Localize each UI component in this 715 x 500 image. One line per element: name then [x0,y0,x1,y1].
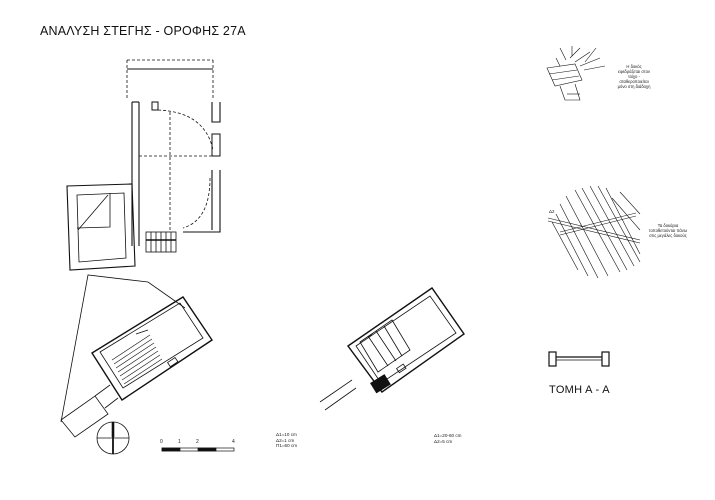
dim-line: Δ2=5 cm [434,438,453,444]
detail-2-label: Δ2 [549,209,555,214]
detail-beam-support [546,46,606,101]
scale-tick-0: 0 [160,439,163,445]
dim-line: Δ1=10 cm [276,432,297,437]
dim-line: Δ1=20-60 cm [434,433,462,438]
dims-left: Δ1=10 cm Δ2=1 cm Π1=60 cm [276,432,297,449]
detail-beam-grid [547,185,641,279]
section-a-a [548,351,610,367]
section-title: ΤΟΜΗ Α - Α [549,384,610,396]
note-line: σταθεροποιείται [619,79,649,84]
upper-floor-plan [66,59,221,271]
dims-right: Δ1=20-60 cm Δ2=5 cm [434,433,461,444]
note-line: Η δοκός [626,64,642,69]
scale-tick-1: 1 [178,439,181,445]
note-line: μόνο στη διάδοχη [617,84,651,89]
note-line: Τα δοκάρια [657,223,679,228]
roof-plan-right [319,287,465,411]
note-line: στις μεγάλες δοκούς [649,233,687,238]
note-line: τοίχο - [628,74,640,79]
detail-2-note: Τα δοκάρια τοποθετούνται πάνω στις μεγάλ… [642,223,694,238]
scale-tick-2: 2 [196,439,199,445]
dim-line: Π1=60 cm [276,443,298,449]
scale-tick-4: 4 [232,439,235,445]
note-line: τοποθετούνται πάνω [648,228,688,233]
scale-bar [161,447,235,452]
note-line: εφεδράζεται στον [617,69,650,74]
page-title: ΑΝΑΛΥΣΗ ΣΤΕΓΗΣ - ΟΡΟΦΗΣ 27Α [40,24,246,38]
detail-1-note: Η δοκός εφεδράζεται στον τοίχο - σταθερο… [612,64,656,89]
solid-beam-block [370,374,391,394]
roof-plan-left [60,274,213,438]
north-compass [96,421,130,455]
dim-line: Δ2=1 cm [276,437,295,443]
